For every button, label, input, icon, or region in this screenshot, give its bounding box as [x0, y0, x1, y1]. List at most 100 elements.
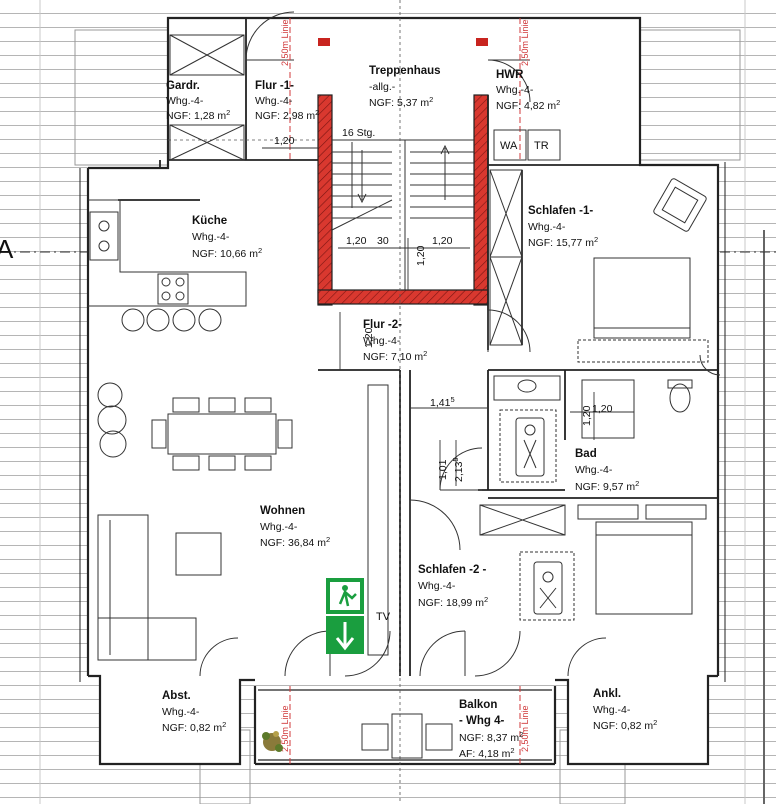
plant-icon [97, 382, 127, 458]
wardrobe-schlafen1 [489, 169, 523, 346]
room-name: Treppenhaus [369, 65, 441, 77]
room-label-gardr: Gardr. Whg.-4- NGF: 1,28 m2 [166, 80, 230, 122]
room-apartment: - Whg 4- [459, 715, 505, 727]
room-apartment: Whg.-4- [593, 704, 631, 716]
room-label-flur1: Flur -1- Whg.-4- NGF: 2,98 m2 [255, 80, 319, 122]
room-apartment: Whg.-4- [192, 231, 230, 243]
hwr-appliances [493, 129, 561, 161]
dim-flur1-width: 1,20 [274, 135, 295, 147]
plant-icon-2 [262, 731, 283, 752]
room-label-balkon: Balkon - Whg 4- NGF: 8,37 m2 AF: 4,18 m2 [459, 699, 523, 760]
dim-stair-right: 1,20 [432, 235, 453, 247]
room-name: Gardr. [166, 80, 200, 92]
armchair-icon [653, 178, 707, 232]
dim-stair-mid: 30 [377, 235, 389, 247]
room-apartment: Whg.-4- [260, 521, 298, 533]
room-apartment: Whg.-4- [528, 221, 566, 233]
bar-stools [121, 308, 222, 332]
kitchen-counter [88, 199, 247, 307]
wardrobe-gardr [169, 34, 245, 161]
height-line-label-4: 2,50m Linie [520, 705, 530, 752]
room-area: NGF: 7,10 m2 [363, 349, 427, 363]
stairs [331, 139, 474, 290]
room-name: Küche [192, 215, 227, 227]
room-name: Schlafen -2 - [418, 564, 487, 576]
room-af-area: AF: 4,18 m2 [459, 746, 515, 760]
room-label-kueche: Küche Whg.-4- NGF: 10,66 m2 [192, 215, 262, 260]
room-name: Wohnen [260, 505, 305, 517]
dim-stair-left: 1,20 [346, 235, 367, 247]
room-name: HWR [496, 69, 524, 81]
room-area: NGF: 18,99 m2 [418, 595, 488, 609]
dim-stair-vertical: 1,20 [415, 245, 427, 266]
sofa-icon [97, 514, 197, 661]
dim-bad-passage: 1,415 [430, 395, 455, 409]
room-area: NGF: 36,84 m2 [260, 535, 330, 549]
room-apartment: Whg.-4- [575, 464, 613, 476]
coffee-table [175, 532, 222, 576]
wheelchair-icon-2 [519, 551, 575, 621]
height-line-label-2: 2,50m Linie [520, 19, 530, 66]
room-area: NGF: 10,66 m2 [192, 246, 262, 260]
tv-cabinet [367, 384, 389, 656]
wardrobe-schlafen2 [479, 504, 707, 536]
room-label-treppenhaus: Treppenhaus -allg.- NGF: 5,37 m2 [369, 65, 441, 109]
tv-label: TV [376, 611, 391, 623]
dim-bad-rect-h: 1,20 [592, 403, 613, 415]
room-apartment: Whg.-4- [418, 580, 456, 592]
balcony-furniture [361, 713, 453, 759]
room-name: Abst. [162, 690, 191, 702]
dim-door-v2: 2,135 [451, 457, 465, 482]
room-apartment: Whg.-4- [496, 84, 534, 96]
room-apartment: Whg.-4- [363, 335, 401, 347]
washer-label: WA [500, 140, 518, 152]
dim-flur2-vertical: 1,20 [363, 327, 375, 348]
height-lines [289, 18, 521, 764]
room-area: NGF: 0,82 m2 [593, 718, 657, 732]
room-label-ankl: Ankl. Whg.-4- NGF: 0,82 m2 [593, 688, 657, 732]
room-name: Balkon [459, 699, 497, 711]
room-area: NGF: 5,37 m2 [369, 95, 433, 109]
bed-icon-2 [595, 521, 693, 615]
bathroom-fixtures [493, 375, 693, 483]
building-floor [88, 15, 718, 764]
room-apartment: Whg.-4- [162, 706, 200, 718]
dim-bad-rect-v: 1,20 [581, 405, 593, 426]
room-area: NGF: 0,82 m2 [162, 720, 226, 734]
dryer-label: TR [534, 140, 549, 152]
room-label-schlafen1: Schlafen -1- Whg.-4- NGF: 15,77 m2 [528, 205, 598, 249]
room-area: NGF: 8,37 m2 [459, 730, 523, 744]
section-marker: A [0, 234, 14, 264]
room-label-bad: Bad Whg.-4- NGF: 9,57 m2 [575, 448, 639, 493]
dimension-lines [262, 147, 634, 490]
room-label-wohnen: Wohnen Whg.-4- NGF: 36,84 m2 [260, 505, 330, 549]
room-name: Flur -1- [255, 80, 294, 92]
stairs-label: 16 Stg. [342, 127, 375, 139]
guide-lines [168, 0, 401, 804]
room-name: Bad [575, 448, 597, 460]
room-apartment: -allg.- [369, 81, 396, 93]
room-name: Ankl. [593, 688, 621, 700]
height-line-label-1: 2,50m Linie [280, 19, 290, 66]
wheelchair-icon [515, 417, 545, 477]
room-label-flur2: Flur -2- Whg.-4- NGF: 7,10 m2 [363, 319, 427, 363]
room-area: NGF: 15,77 m2 [528, 235, 598, 249]
room-apartment: Whg.-4- [255, 95, 293, 107]
room-apartment: Whg.-4- [166, 95, 204, 107]
room-label-hwr: HWR Whg.-4- NGF: 4,82 m2 [496, 69, 560, 112]
room-area: NGF: 1,28 m2 [166, 108, 230, 122]
room-area: NGF: 9,57 m2 [575, 479, 639, 493]
room-label-schlafen2: Schlafen -2 - Whg.-4- NGF: 18,99 m2 [418, 564, 488, 609]
room-name: Flur -2- [363, 319, 402, 331]
height-line-label-3: 2,50m Linie [280, 705, 290, 752]
room-name: Schlafen -1- [528, 205, 593, 217]
room-label-abst: Abst. Whg.-4- NGF: 0,82 m2 [162, 690, 226, 734]
bed-icon [577, 257, 709, 363]
doors [199, 11, 721, 677]
dining-table [151, 397, 293, 471]
room-area: NGF: 4,82 m2 [496, 98, 560, 112]
room-area: NGF: 2,98 m2 [255, 108, 319, 122]
outer-walls [79, 16, 726, 766]
exit-sign-icon [326, 578, 364, 654]
